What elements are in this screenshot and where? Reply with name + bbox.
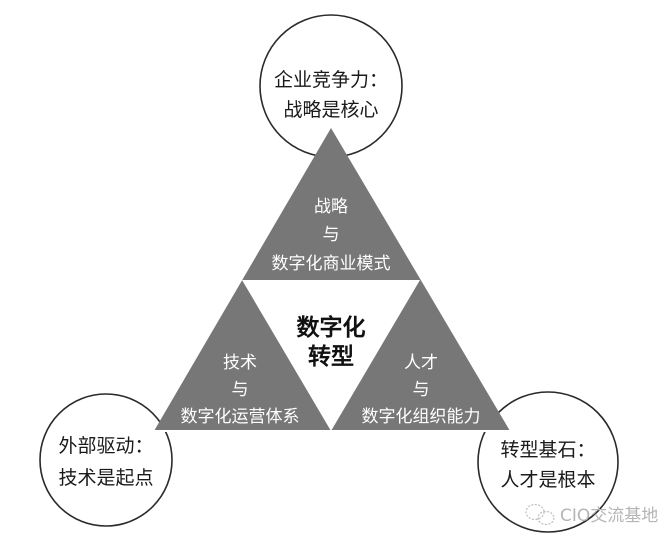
triangle-right-line2: 与 (413, 380, 430, 400)
center-triangle (242, 280, 420, 431)
triangle-left-line3: 数字化运营体系 (181, 407, 300, 427)
triangle-left-line2: 与 (232, 380, 249, 400)
wechat-icon (525, 503, 555, 526)
circle-left-line2: 技术是起点 (58, 467, 153, 489)
center-line1: 数字化 (297, 314, 366, 341)
triangle-left-line1: 技术 (223, 353, 257, 373)
triangle-top: 战略 与 数字化商业模式 (272, 197, 391, 274)
circle-right: 转型基石： 人才是根本 (477, 391, 619, 533)
watermark-text: CIO交流基地 (560, 506, 658, 526)
circle-left-line1: 外部驱动： (58, 435, 153, 457)
circle-right-line2: 人才是根本 (500, 469, 595, 491)
circle-right-line1: 转型基石： (500, 439, 595, 461)
circle-top-line1: 企业竞争力： (274, 69, 388, 91)
circle-top-line2: 战略是核心 (283, 99, 378, 121)
triangle-top-line2: 与 (323, 225, 340, 245)
triangle-right-line1: 人才 (404, 353, 438, 373)
triangle-right-line3: 数字化组织能力 (362, 407, 481, 427)
triangle-left: 技术 与 数字化运营体系 (181, 353, 300, 427)
circle-top: 企业竞争力： 战略是核心 (259, 14, 403, 158)
triangle-top-line1: 战略 (314, 197, 348, 217)
watermark: CIO交流基地 (525, 503, 658, 526)
triangle-top-line3: 数字化商业模式 (272, 254, 391, 274)
triangle-right: 人才 与 数字化组织能力 (362, 353, 481, 427)
center-line2: 转型 (308, 343, 354, 370)
outer-triangle (154, 128, 510, 431)
center-label: 数字化 转型 (297, 314, 366, 370)
circle-left: 外部驱动： 技术是起点 (39, 393, 173, 527)
